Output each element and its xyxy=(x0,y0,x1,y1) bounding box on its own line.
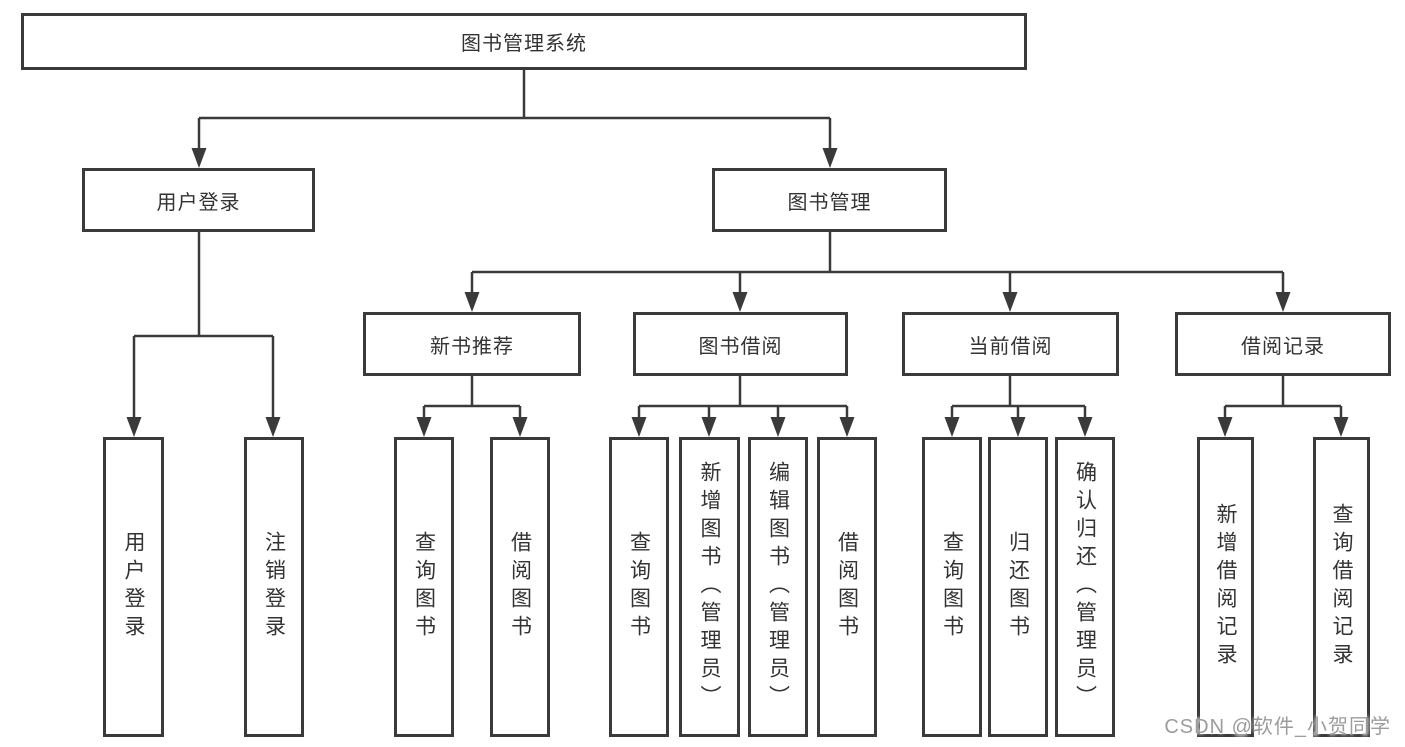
leaf-add-books-admin: 新增图书（管理员） xyxy=(679,437,740,737)
arrowhead-icon xyxy=(1217,417,1233,437)
leaf-edit-books-admin: 编辑图书（管理员） xyxy=(748,437,808,737)
node-root-library-system: 图书管理系统 xyxy=(21,13,1027,70)
node-label: 注销登录 xyxy=(262,531,286,643)
arrowhead-icon xyxy=(1077,417,1093,437)
arrowhead-icon xyxy=(701,417,717,437)
node-label: 归还图书 xyxy=(1006,531,1030,643)
arrowhead-icon xyxy=(770,417,786,437)
leaf-return-books: 归还图书 xyxy=(988,437,1048,737)
arrowhead-icon xyxy=(126,417,142,437)
node-book-management: 图书管理 xyxy=(712,168,947,232)
arrowhead-icon xyxy=(1333,417,1349,437)
leaf-logout: 注销登录 xyxy=(244,437,304,737)
arrowhead-icon xyxy=(512,417,528,437)
watermark-csdn: CSDN @软件_小贺同学 xyxy=(1164,716,1391,738)
leaf-recommend-query-books: 查询图书 xyxy=(394,437,454,737)
arrowhead-icon xyxy=(1010,417,1026,437)
node-book-borrowing: 图书借阅 xyxy=(633,312,848,376)
node-current-borrowing: 当前借阅 xyxy=(902,312,1119,376)
node-label: 借阅图书 xyxy=(508,531,532,643)
node-label: 编辑图书（管理员） xyxy=(766,461,790,713)
node-user-login: 用户登录 xyxy=(82,168,315,232)
arrowhead-icon xyxy=(822,148,838,168)
node-label: 图书借阅 xyxy=(698,335,783,358)
arrowhead-icon xyxy=(191,148,207,168)
node-label: 图书管理 xyxy=(787,191,872,214)
node-label: 查询图书 xyxy=(940,531,964,643)
node-label: 查询图书 xyxy=(412,531,436,643)
node-new-book-recommend: 新书推荐 xyxy=(363,312,581,376)
node-label: 确认归还（管理员） xyxy=(1073,461,1097,713)
arrowhead-icon xyxy=(839,417,855,437)
arrowhead-icon xyxy=(464,292,480,312)
node-label: 图书管理系统 xyxy=(461,33,587,55)
node-label: 用户登录 xyxy=(156,191,241,214)
node-label: 新增借阅记录 xyxy=(1214,503,1237,671)
node-label: 用户登录 xyxy=(122,531,145,643)
node-label: 当前借阅 xyxy=(968,335,1053,358)
leaf-query-borrow-record: 查询借阅记录 xyxy=(1313,437,1370,737)
node-borrowing-records: 借阅记录 xyxy=(1175,312,1391,376)
leaf-add-borrow-record: 新增借阅记录 xyxy=(1197,437,1254,737)
node-label: 借阅图书 xyxy=(835,531,859,643)
node-label: 借阅记录 xyxy=(1241,335,1325,358)
leaf-user-login: 用户登录 xyxy=(103,437,164,737)
node-label: 查询图书 xyxy=(627,531,651,643)
arrowhead-icon xyxy=(944,417,960,437)
arrowhead-icon xyxy=(265,417,281,437)
leaf-borrow-books: 借阅图书 xyxy=(817,437,877,737)
arrowhead-icon xyxy=(732,292,748,312)
leaf-borrow-query-books: 查询图书 xyxy=(609,437,669,737)
node-label: 查询借阅记录 xyxy=(1330,503,1353,671)
leaf-current-query-books: 查询图书 xyxy=(922,437,982,737)
node-label: 新增图书（管理员） xyxy=(698,461,721,713)
leaf-recommend-borrow-books: 借阅图书 xyxy=(490,437,550,737)
arrowhead-icon xyxy=(631,417,647,437)
arrowhead-icon xyxy=(1275,292,1291,312)
leaf-confirm-return-admin: 确认归还（管理员） xyxy=(1055,437,1115,737)
arrowhead-icon xyxy=(416,417,432,437)
node-label: 新书推荐 xyxy=(430,335,514,358)
arrowhead-icon xyxy=(1002,292,1018,312)
